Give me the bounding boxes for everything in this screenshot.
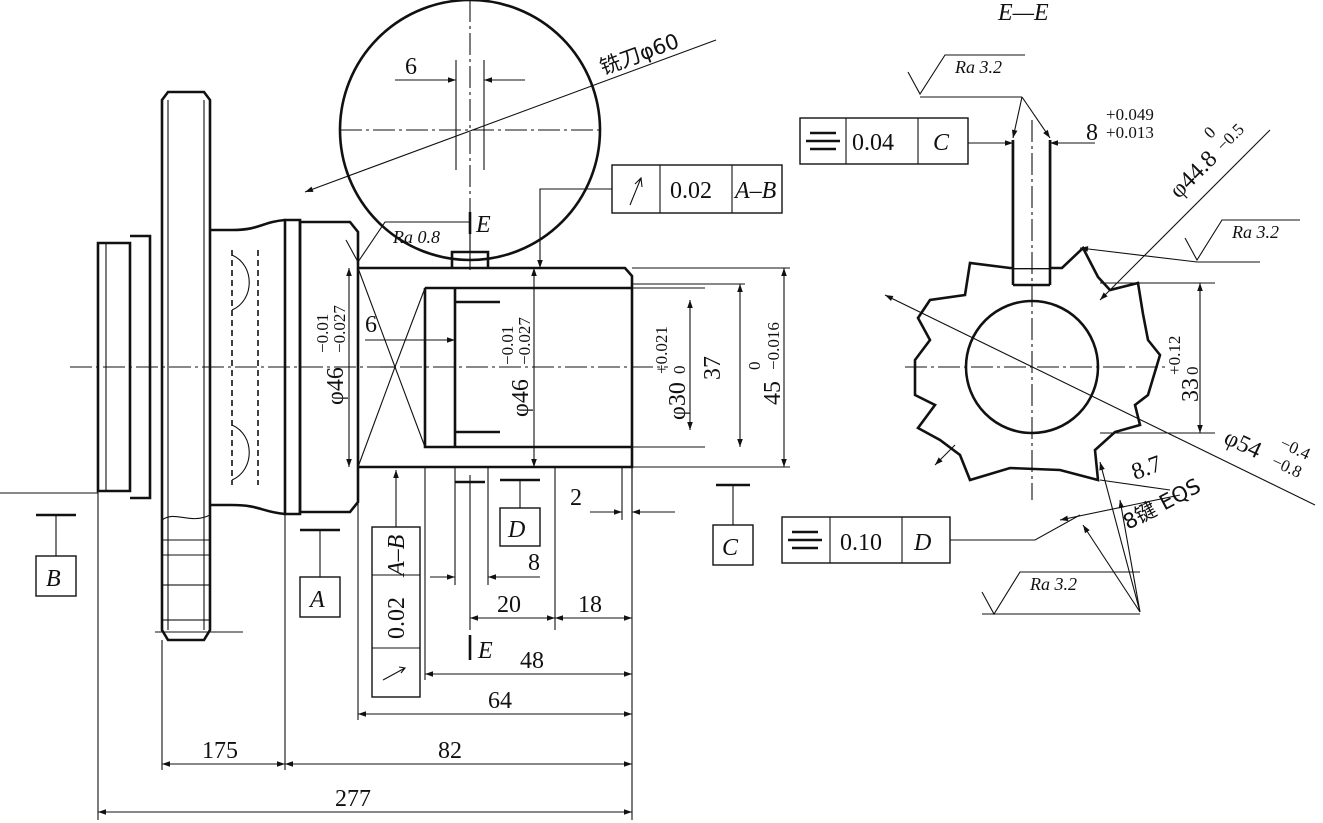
svg-text:−0.027: −0.027 — [515, 317, 534, 365]
runout-frame-vertical: 0.02 A–B — [371, 470, 421, 698]
roughness-ra32-right: Ra 3.2 — [1231, 222, 1279, 242]
section-view-ee: E—E Ra 3.2 0.04 C 8 +0.049 +0 — [781, 0, 1316, 616]
svg-text:C: C — [933, 130, 950, 156]
symmetry-frame-bottom: 0.10 D — [781, 514, 1081, 564]
svg-text:+0.021: +0.021 — [652, 326, 671, 374]
dim-6-left: 6 — [365, 312, 377, 338]
svg-text:0.04: 0.04 — [852, 130, 894, 156]
datum-d — [499, 507, 541, 547]
dim-82: 82 — [438, 738, 462, 764]
roughness-ra32-bottom: Ra 3.2 — [1029, 574, 1077, 594]
svg-text:+0.049: +0.049 — [1106, 105, 1154, 124]
section-e-bottom: E — [477, 638, 493, 664]
svg-text:D: D — [507, 517, 525, 543]
dim-key8: 8 — [1086, 120, 1098, 146]
dim-45: 45 — [760, 381, 786, 405]
datum-c — [712, 524, 754, 566]
dim-277: 277 — [335, 786, 371, 812]
dim-37: 37 — [700, 356, 726, 380]
dim-175: 175 — [202, 738, 238, 764]
dim-18: 18 — [578, 592, 602, 618]
svg-text:B: B — [46, 566, 61, 592]
svg-text:A: A — [308, 587, 325, 613]
section-title: E—E — [997, 0, 1049, 26]
gear-disc — [160, 90, 212, 642]
section-e-top: E — [475, 212, 491, 238]
dim-phi46-mid: φ46 — [508, 379, 534, 417]
dim-phi30: φ30 — [665, 382, 691, 420]
svg-text:0: 0 — [745, 362, 764, 371]
datum-b — [35, 555, 77, 597]
svg-text:A–B: A–B — [733, 178, 777, 204]
symmetry-frame-top: 0.04 C — [799, 117, 1013, 165]
svg-text:−0.027: −0.027 — [330, 305, 349, 353]
hub-outer — [96, 241, 132, 493]
dim-6-top: 6 — [405, 54, 417, 80]
svg-text:+0.013: +0.013 — [1106, 123, 1154, 142]
dim-8: 8 — [528, 550, 540, 576]
datum-a — [299, 576, 341, 618]
svg-text:D: D — [913, 530, 931, 556]
roughness-ra08: Ra 0.8 — [392, 227, 440, 247]
svg-text:0: 0 — [1183, 367, 1202, 376]
svg-text:0.10: 0.10 — [840, 530, 882, 556]
dim-2: 2 — [570, 485, 582, 511]
svg-text:+0.12: +0.12 — [1165, 336, 1184, 375]
svg-text:−0.01: −0.01 — [313, 314, 332, 353]
dim-48: 48 — [520, 648, 544, 674]
dim-phi54: φ54 — [1220, 425, 1265, 465]
dim-33: 33 — [1178, 378, 1204, 402]
svg-text:−0.016: −0.016 — [764, 322, 783, 370]
roughness-ra32-top: Ra 3.2 — [954, 57, 1002, 77]
shaft-view: 6 铣刀φ60 E E Ra 0.8 φ46 −0.01 −0.027 6 φ4… — [0, 0, 790, 820]
svg-text:−0.01: −0.01 — [498, 326, 517, 365]
dim-64: 64 — [488, 688, 512, 714]
key-eqs-label: 8键 EQS — [1119, 474, 1205, 535]
dim-20: 20 — [497, 592, 521, 618]
svg-text:0.02: 0.02 — [384, 597, 410, 639]
svg-text:C: C — [722, 535, 739, 561]
svg-text:A–B: A–B — [384, 534, 410, 578]
dim-phi46-left: φ46 — [323, 367, 349, 405]
dim-87: 8.7 — [1128, 451, 1165, 486]
dim-phi448: φ44.8 — [1165, 146, 1223, 204]
cutter-label: 铣刀φ60 — [597, 29, 683, 80]
svg-text:0.02: 0.02 — [670, 178, 712, 204]
svg-text:0: 0 — [670, 366, 689, 375]
svg-text:−0.5: −0.5 — [1213, 120, 1248, 155]
runout-frame-top: 0.02 A–B — [537, 164, 783, 268]
